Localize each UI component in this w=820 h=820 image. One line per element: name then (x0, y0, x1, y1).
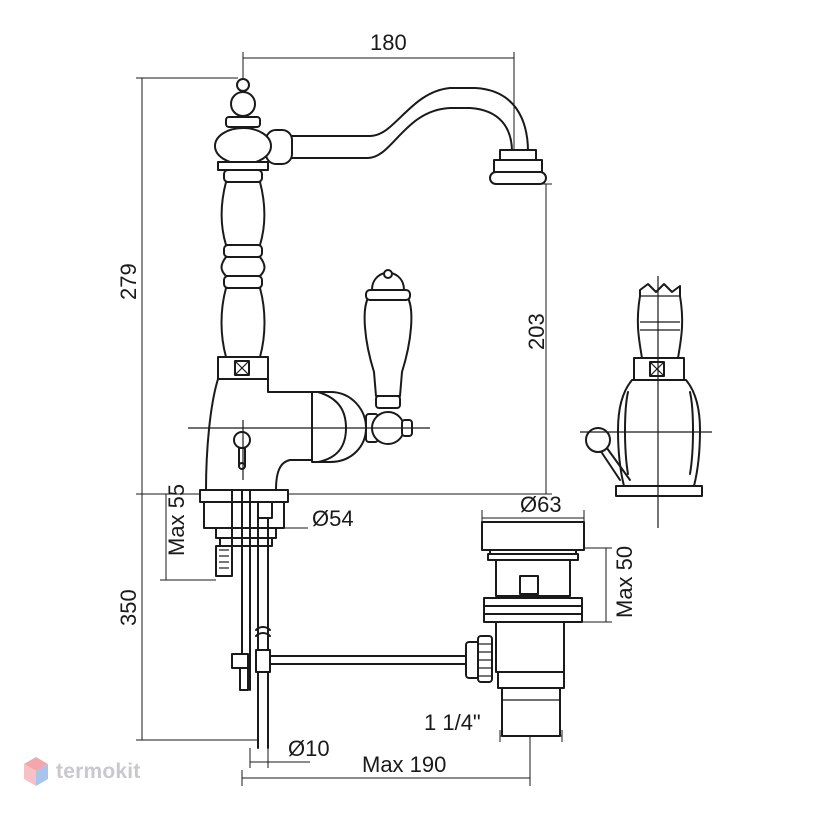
dim-height-total: 279 (116, 263, 141, 300)
dim-thread-size: 1 1/4" (424, 710, 481, 735)
dim-waste-diameter: Ø63 (520, 492, 562, 517)
cube-logo-icon (24, 757, 48, 786)
side-view (580, 276, 712, 528)
dim-max-reach: Max 190 (362, 752, 446, 777)
dim-base-diameter: Ø54 (312, 506, 354, 531)
dim-waste-max-height: Max 50 (612, 546, 637, 618)
dimension-lines (136, 52, 612, 786)
watermark-brand: termokit (56, 760, 141, 783)
dim-spout-height: 203 (524, 313, 549, 350)
dim-width-top: 180 (370, 30, 407, 55)
popup-waste (269, 521, 585, 737)
faucet-body (199, 78, 547, 749)
dim-rod-diameter: Ø10 (288, 736, 330, 761)
dim-max-thickness: Max 55 (164, 484, 189, 556)
dim-under-counter: 350 (116, 589, 141, 626)
watermark-logo: termokit (22, 756, 140, 788)
centerlines (188, 420, 430, 480)
